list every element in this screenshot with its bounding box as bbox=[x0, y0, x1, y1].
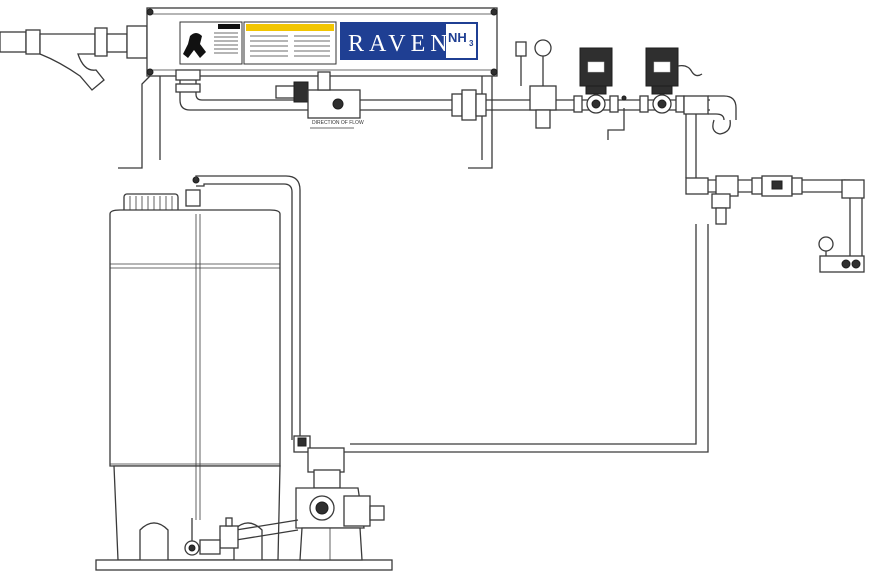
manifold-elbow-right bbox=[683, 95, 737, 135]
pressure-gauge-assembly bbox=[515, 39, 557, 129]
check-valve bbox=[607, 95, 627, 140]
supply-tank bbox=[95, 193, 393, 571]
tank-outlet-line bbox=[184, 517, 299, 556]
inlet-pipe-left bbox=[0, 25, 148, 91]
control-valve-1 bbox=[573, 47, 619, 114]
raven-nh3-logo: RAVEN NH 3 bbox=[340, 22, 478, 60]
pump-assembly bbox=[293, 435, 385, 561]
tank-top-fitting bbox=[185, 175, 301, 440]
pipe-union bbox=[451, 89, 487, 121]
control-valve-2 bbox=[639, 47, 703, 114]
return-line bbox=[344, 224, 709, 453]
flow-meter: DIRECTION OF FLOW bbox=[275, 71, 364, 129]
flow-direction-label: DIRECTION OF FLOW bbox=[312, 120, 364, 126]
brand-wordmark: RAVEN bbox=[348, 31, 453, 57]
safety-decal bbox=[179, 21, 243, 65]
manifold-pipe bbox=[175, 69, 710, 111]
boom-outlet-assembly bbox=[818, 179, 865, 273]
brand-subscript: 3 bbox=[469, 39, 474, 48]
brand-chemical: NH bbox=[448, 30, 467, 45]
inline-strainer-right bbox=[711, 175, 739, 225]
warning-decal bbox=[243, 21, 337, 65]
inline-meter-right bbox=[751, 175, 803, 197]
